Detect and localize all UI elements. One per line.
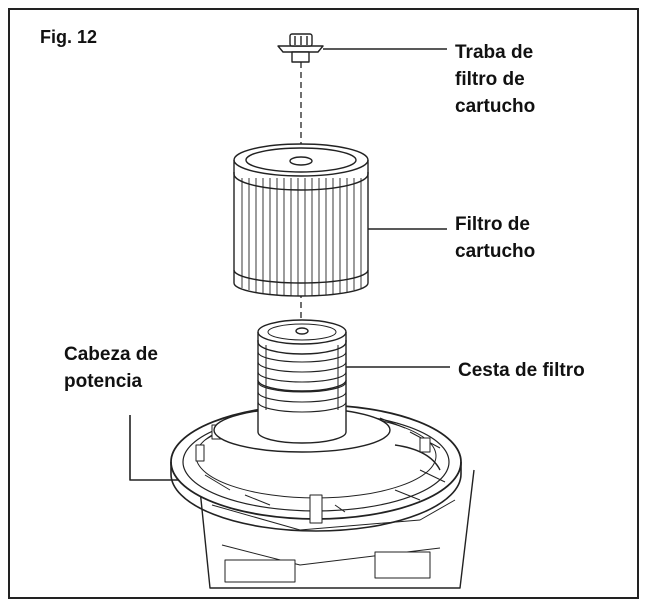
filter-lock-icon	[277, 33, 447, 63]
label-cartridge-filter: Filtro de cartucho	[455, 211, 535, 265]
label-power-head: Cabeza de potencia	[64, 341, 158, 395]
filter-basket-icon	[213, 319, 450, 453]
filter-pleats	[241, 178, 362, 296]
label-filter-lock: Traba de filtro de cartucho	[455, 39, 535, 120]
label-line: Filtro de	[455, 214, 530, 235]
label-filter-basket: Cesta de filtro	[458, 357, 585, 384]
label-line: filtro de	[455, 69, 525, 90]
label-line: potencia	[64, 371, 143, 392]
label-line: cartucho	[455, 96, 536, 117]
label-line: Traba de	[455, 42, 534, 63]
label-line: cartucho	[455, 241, 536, 262]
label-line: Cesta de filtro	[458, 360, 585, 381]
cartridge-filter-icon	[233, 143, 447, 297]
figure-title: Fig. 12	[40, 27, 98, 47]
label-line: Cabeza de	[64, 344, 158, 365]
